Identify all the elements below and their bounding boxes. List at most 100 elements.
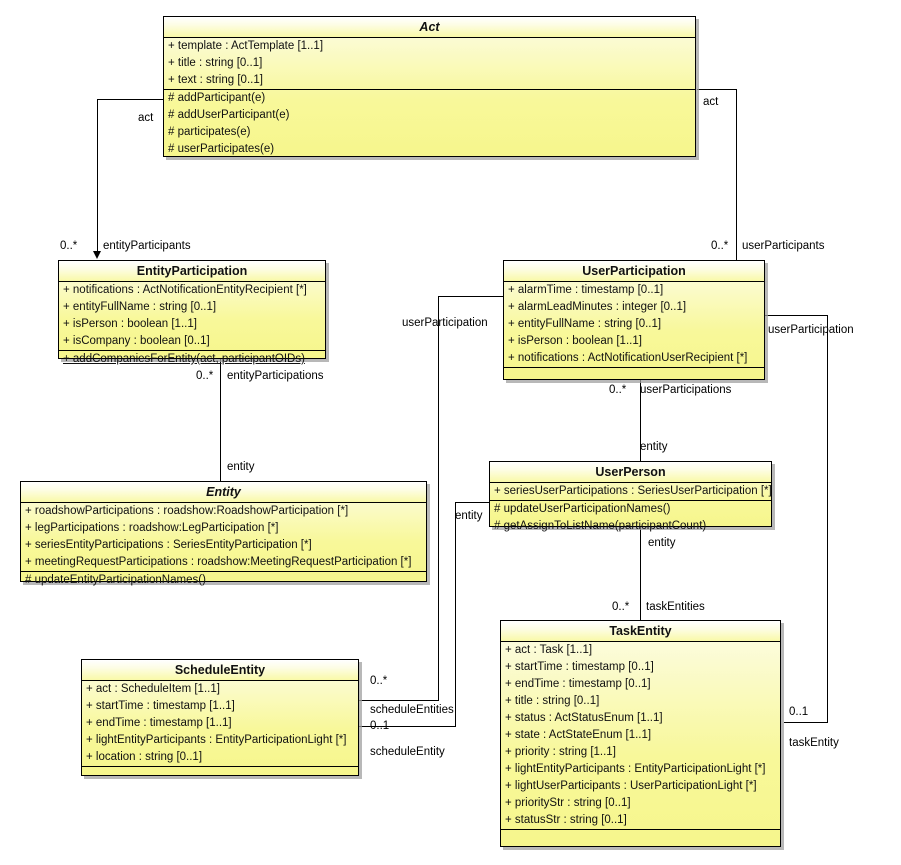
attribute-row: + roadshowParticipations : roadshow:Road…	[25, 505, 349, 517]
class-operations-taskentity	[501, 829, 780, 845]
edge-label-taskentity: taskEntity	[789, 737, 839, 749]
class-operations-entityparticipation: + addCompaniesForEntity(act, participant…	[59, 350, 325, 368]
edge-label-entity-left: entity	[227, 461, 255, 473]
operation-row-static: + addCompaniesForEntity(act, participant…	[63, 353, 305, 365]
edge-label-entityparticipations: entityParticipations	[227, 370, 324, 382]
edge-label-act-right: act	[703, 96, 719, 108]
class-title-act: Act	[164, 17, 695, 38]
edge-label-entityparticipants-mult: 0..*	[60, 240, 78, 252]
class-operations-act: # addParticipant(e) # addUserParticipant…	[164, 89, 695, 158]
attribute-row: + status : ActStatusEnum [1..1]	[505, 712, 663, 724]
connector-entityparticipation-entity	[220, 359, 221, 481]
attribute-row: + lightEntityParticipants : EntityPartic…	[505, 763, 766, 775]
class-attributes-entity: + roadshowParticipations : roadshow:Road…	[21, 503, 426, 571]
attribute-row: + seriesUserParticipations : SeriesUserP…	[494, 485, 771, 497]
operation-row: # updateEntityParticipationNames()	[25, 574, 206, 586]
attribute-row: + text : string [0..1]	[168, 74, 263, 86]
class-operations-scheduleentity	[82, 766, 358, 782]
attribute-row: + location : string [0..1]	[86, 751, 203, 763]
attribute-row: + isPerson : boolean [1..1]	[508, 335, 642, 347]
operation-row: # participates(e)	[168, 126, 251, 138]
attribute-row: + notifications : ActNotificationEntityR…	[63, 284, 307, 296]
edge-label-entityparticipations-mult: 0..*	[196, 370, 214, 382]
edge-label-scheduleentity: scheduleEntity	[370, 746, 445, 758]
class-attributes-act: + template : ActTemplate [1..1] + title …	[164, 38, 695, 89]
class-box-userparticipation[interactable]: UserParticipation + alarmTime : timestam…	[503, 260, 765, 380]
class-attributes-scheduleentity: + act : ScheduleItem [1..1] + startTime …	[82, 681, 358, 766]
connector-userparticipation-scheduleentities-v	[438, 296, 439, 701]
connector-act-userparticipants-h	[697, 89, 737, 90]
class-attributes-userparticipation: + alarmTime : timestamp [0..1] + alarmLe…	[504, 282, 764, 367]
edge-label-scheduleentities: scheduleEntities	[370, 704, 454, 716]
attribute-row: + act : Task [1..1]	[505, 644, 593, 656]
operations-empty	[501, 830, 780, 845]
class-attributes-entityparticipation: + notifications : ActNotificationEntityR…	[59, 282, 325, 350]
class-attributes-taskentity: + act : Task [1..1] + startTime : timest…	[501, 642, 780, 829]
class-box-entityparticipation[interactable]: EntityParticipation + notifications : Ac…	[58, 260, 326, 365]
edge-label-taskentities-mult: 0..*	[612, 601, 630, 613]
attribute-row: + state : ActStateEnum [1..1]	[505, 729, 652, 741]
attribute-row: + notifications : ActNotificationUserRec…	[508, 352, 748, 364]
class-operations-userperson: # updateUserParticipationNames() # getAs…	[490, 500, 771, 535]
attribute-row: + lightEntityParticipants : EntityPartic…	[86, 734, 347, 746]
arrowhead-entityparticipants	[93, 251, 101, 259]
attribute-row: + alarmTime : timestamp [0..1]	[508, 284, 664, 296]
connector-userperson-scheduleentity-h-bottom	[355, 726, 456, 727]
class-operations-entity: # updateEntityParticipationNames()	[21, 571, 426, 589]
attribute-row: + alarmLeadMinutes : integer [0..1]	[508, 301, 687, 313]
edge-label-userparticipants: userParticipants	[742, 240, 825, 252]
connector-userperson-scheduleentity-v	[455, 502, 456, 727]
connector-act-entityparticipants-h	[97, 99, 163, 100]
attribute-row: + startTime : timestamp [0..1]	[505, 661, 654, 673]
attribute-row: + endTime : timestamp [1..1]	[86, 717, 232, 729]
class-title-entityparticipation: EntityParticipation	[59, 261, 325, 282]
edge-label-act-left: act	[138, 112, 154, 124]
operations-empty	[82, 767, 358, 782]
edge-label-userparticipations: userParticipations	[640, 384, 732, 396]
edge-label-userparticipants-mult: 0..*	[711, 240, 729, 252]
edge-label-userparticipation-left: userParticipation	[402, 317, 488, 329]
edge-label-entity-mid-lower: entity	[648, 537, 676, 549]
class-title-taskentity: TaskEntity	[501, 621, 780, 642]
edge-label-scheduleentities-mult: 0..*	[370, 675, 388, 687]
attribute-row: + isPerson : boolean [1..1]	[63, 318, 197, 330]
attribute-row: + seriesEntityParticipations : SeriesEnt…	[25, 539, 312, 551]
attribute-row: + entityFullName : string [0..1]	[63, 301, 217, 313]
connector-act-userparticipants-v	[736, 89, 737, 261]
attribute-row: + isCompany : boolean [0..1]	[63, 335, 210, 347]
class-box-entity[interactable]: Entity + roadshowParticipations : roadsh…	[20, 481, 427, 586]
attribute-row: + lightUserParticipants : UserParticipat…	[505, 780, 757, 792]
class-box-userperson[interactable]: UserPerson + seriesUserParticipations : …	[489, 461, 772, 532]
attribute-row: + title : string [0..1]	[505, 695, 600, 707]
edge-label-taskentities: taskEntities	[646, 601, 705, 613]
class-box-scheduleentity[interactable]: ScheduleEntity + act : ScheduleItem [1..…	[81, 659, 359, 776]
class-box-act[interactable]: Act + template : ActTemplate [1..1] + ti…	[163, 16, 696, 157]
attribute-row: + template : ActTemplate [1..1]	[168, 40, 324, 52]
edge-label-entity-schedule: entity	[455, 510, 483, 522]
attribute-row: + act : ScheduleItem [1..1]	[86, 683, 220, 695]
edge-label-entityparticipants: entityParticipants	[103, 240, 191, 252]
edge-label-userparticipation-right: userParticipation	[768, 324, 854, 336]
attribute-row: + meetingRequestParticipations : roadsho…	[25, 556, 412, 568]
connector-userperson-scheduleentity-h-top	[455, 502, 503, 503]
class-title-scheduleentity: ScheduleEntity	[82, 660, 358, 681]
connector-userparticipation-taskentity-h-top	[765, 315, 828, 316]
attribute-row: + entityFullName : string [0..1]	[508, 318, 662, 330]
class-title-entity: Entity	[21, 482, 426, 503]
attribute-row: + startTime : timestamp [1..1]	[86, 700, 235, 712]
attribute-row: + priority : string [1..1]	[505, 746, 616, 758]
edge-label-userparticipations-mult: 0..*	[609, 384, 627, 396]
operation-row: # getAssignToListName(participantCount)	[494, 520, 707, 532]
class-operations-userparticipation	[504, 367, 764, 383]
class-box-taskentity[interactable]: TaskEntity + act : Task [1..1] + startTi…	[500, 620, 781, 847]
attribute-row: + legParticipations : roadshow:LegPartic…	[25, 522, 279, 534]
operation-row: # userParticipates(e)	[168, 143, 275, 155]
connector-userparticipation-userperson	[640, 380, 641, 462]
operation-row: # addParticipant(e)	[168, 92, 266, 104]
connector-userperson-taskentity	[640, 527, 641, 621]
class-attributes-userperson: + seriesUserParticipations : SeriesUserP…	[490, 483, 771, 500]
edge-label-taskentity-mult: 0..1	[789, 706, 809, 718]
class-title-userperson: UserPerson	[490, 462, 771, 483]
edge-label-entity-mid-upper: entity	[640, 441, 668, 453]
connector-userparticipation-scheduleentities-h-top	[438, 296, 503, 297]
